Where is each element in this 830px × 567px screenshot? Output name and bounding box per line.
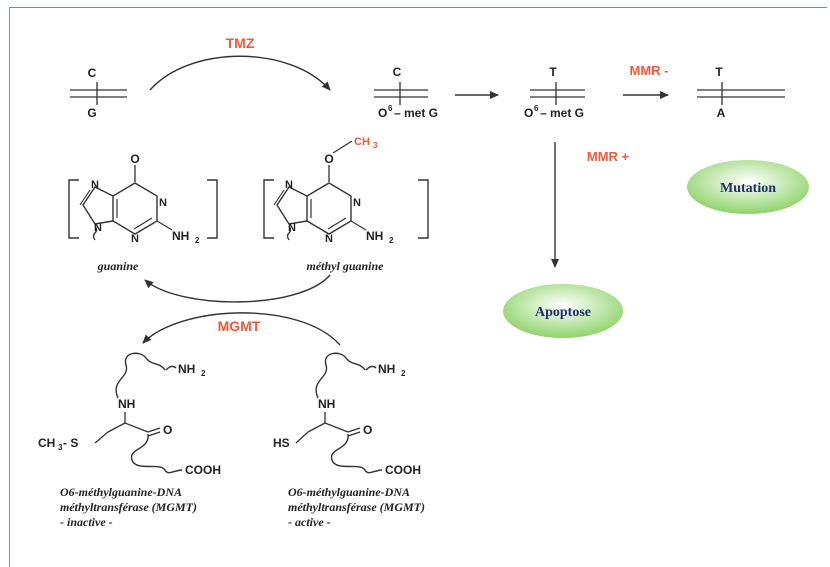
dna-bottom-base: G [87, 106, 96, 120]
nitrogen-atom: N [131, 233, 139, 245]
oxygen-atom: O [324, 152, 333, 166]
thio-label: - S [63, 436, 78, 450]
dna-bottom-base: A [717, 106, 726, 120]
caption-line-2: méthyltransférase (MGMT) [288, 500, 425, 514]
amino-group: NH [366, 229, 383, 243]
carboxyl-group: COOH [385, 463, 421, 477]
o6-letter: O [378, 106, 387, 120]
mgmt-arrow [142, 312, 341, 346]
tmz-arrow [149, 55, 331, 91]
amino-group: NH [178, 362, 195, 376]
dna-top-base: C [88, 66, 97, 80]
methyl-guanine-name: méthyl guanine [306, 259, 384, 273]
thiol-head: HS [273, 436, 290, 450]
oxygen-atom: O [130, 152, 139, 166]
met-g-label: – met G [394, 106, 438, 120]
nitrogen-atom: N [159, 197, 167, 209]
dna-top-base: T [549, 65, 557, 79]
guanine-name: guanine [97, 259, 139, 273]
dna-top-base: T [715, 65, 723, 79]
amino-subscript: 2 [401, 369, 406, 378]
o6-superscript: 6 [534, 104, 539, 113]
met-g-label: – met G [540, 106, 584, 120]
nh-group: NH [118, 397, 135, 411]
mmr-plus-label: MMR + [587, 149, 630, 164]
nitrogen-atom: N [94, 222, 102, 234]
amino-subscript: 2 [389, 236, 394, 245]
dna-top-base: C [393, 65, 402, 79]
amino-group: NH [378, 362, 395, 376]
caption-line-3: - inactive - [60, 515, 113, 529]
dna-pair-ta: T A [697, 65, 785, 120]
caption-line-2: méthyltransférase (MGMT) [60, 500, 197, 514]
oxygen-atom: O [163, 423, 172, 437]
dna-pair-t-o6metg: T O 6 – met G [524, 65, 585, 120]
amino-subscript: 2 [195, 236, 200, 245]
methyl-subscript: 3 [373, 141, 378, 150]
nh-group: NH [318, 397, 335, 411]
mgmt-active-protein: NH 2 NH HS O COOH O6-méthylguanine-DNA m… [273, 352, 425, 529]
mgmt-inactive-protein: NH 2 NH CH 3 - S O COOH O6-méthylguanine… [38, 352, 221, 529]
methyl-guanine-structure: O CH 3 N N N N NH 2 méthyl guanine [263, 136, 429, 273]
oxygen-atom: O [363, 423, 372, 437]
apoptose-label: Apoptose [535, 305, 591, 320]
dna-pair-cg: C G [70, 66, 127, 120]
methyl-group: CH [354, 136, 370, 148]
mgmt-label: MGMT [218, 318, 261, 334]
guanine-structure: O N N N N NH 2 guanine [68, 152, 218, 273]
o6-letter: O [524, 106, 533, 120]
caption-line-1: O6-méthylguanine-DNA [288, 485, 410, 499]
dna-pair-c-o6metg: C O 6 – met G [374, 65, 438, 120]
nitrogen-atom: N [285, 179, 293, 191]
demethylation-arrow [144, 274, 331, 303]
tmz-label: TMZ [226, 35, 255, 51]
o6-superscript: 6 [388, 104, 393, 113]
carboxyl-group: COOH [185, 463, 221, 477]
methyl-subscript: 3 [58, 443, 63, 452]
nitrogen-atom: N [353, 197, 361, 209]
caption-line-1: O6-méthylguanine-DNA [60, 485, 182, 499]
amino-subscript: 2 [201, 369, 206, 378]
nitrogen-atom: N [288, 222, 296, 234]
mutation-label: Mutation [720, 181, 776, 196]
amino-group: NH [172, 229, 189, 243]
figure-frame [9, 7, 827, 567]
apoptose-node: Apoptose [503, 284, 623, 338]
nitrogen-atom: N [325, 233, 333, 245]
methylthio-head: CH [38, 436, 55, 450]
mmr-minus-label: MMR - [630, 63, 669, 78]
caption-line-3: - active - [288, 515, 331, 529]
mutation-node: Mutation [687, 160, 809, 214]
nitrogen-atom: N [91, 179, 99, 191]
